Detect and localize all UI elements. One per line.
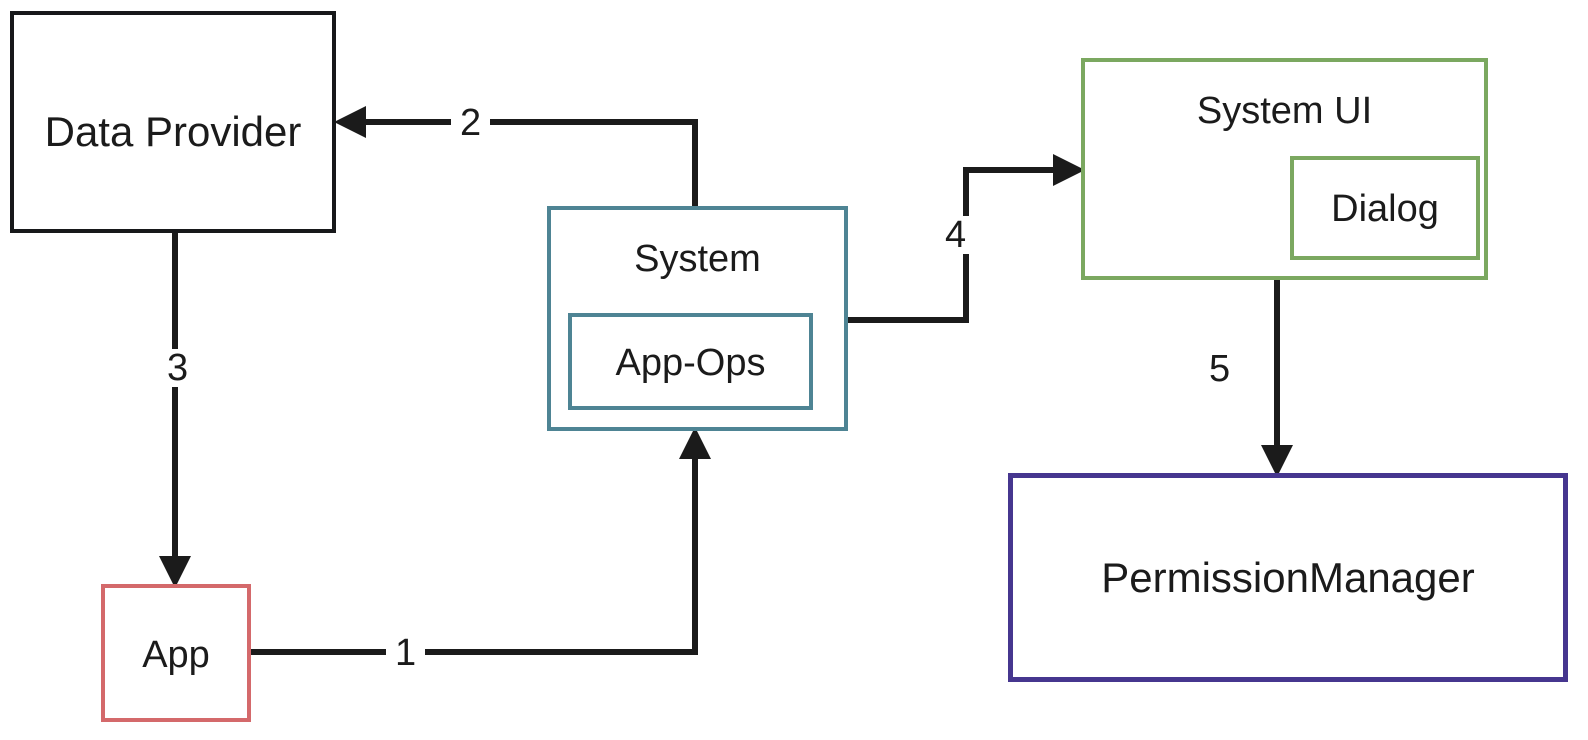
- node-app[interactable]: App: [101, 584, 251, 722]
- node-data-provider-label: Data Provider: [44, 108, 302, 155]
- edge-2-arrowhead: [334, 106, 366, 138]
- node-dialog[interactable]: Dialog: [1290, 156, 1480, 260]
- node-system[interactable]: System App-Ops: [547, 206, 848, 431]
- node-app-ops-label: App-Ops: [615, 342, 766, 384]
- node-dialog-label: Dialog: [1331, 188, 1439, 230]
- edge-label-2: 2: [451, 104, 491, 142]
- node-system-ui[interactable]: System UI Dialog: [1081, 58, 1488, 280]
- node-permission-manager[interactable]: PermissionManager: [1008, 473, 1568, 682]
- node-system-label: System: [634, 238, 761, 280]
- node-app-label: App: [142, 634, 210, 676]
- edge-label-3: 3: [158, 349, 198, 387]
- edge-label-1: 1: [386, 634, 426, 672]
- node-system-ui-label: System UI: [1196, 90, 1373, 132]
- edge-2-path: [357, 119, 698, 206]
- edge-1-path: [251, 452, 698, 655]
- node-permission-manager-label: PermissionManager: [1101, 554, 1475, 601]
- edge-label-4: 4: [936, 216, 976, 254]
- edge-1-arrowhead: [679, 427, 711, 459]
- edge-label-5: 5: [1200, 350, 1240, 388]
- node-app-ops[interactable]: App-Ops: [568, 313, 813, 410]
- node-data-provider[interactable]: Data Provider: [10, 11, 336, 233]
